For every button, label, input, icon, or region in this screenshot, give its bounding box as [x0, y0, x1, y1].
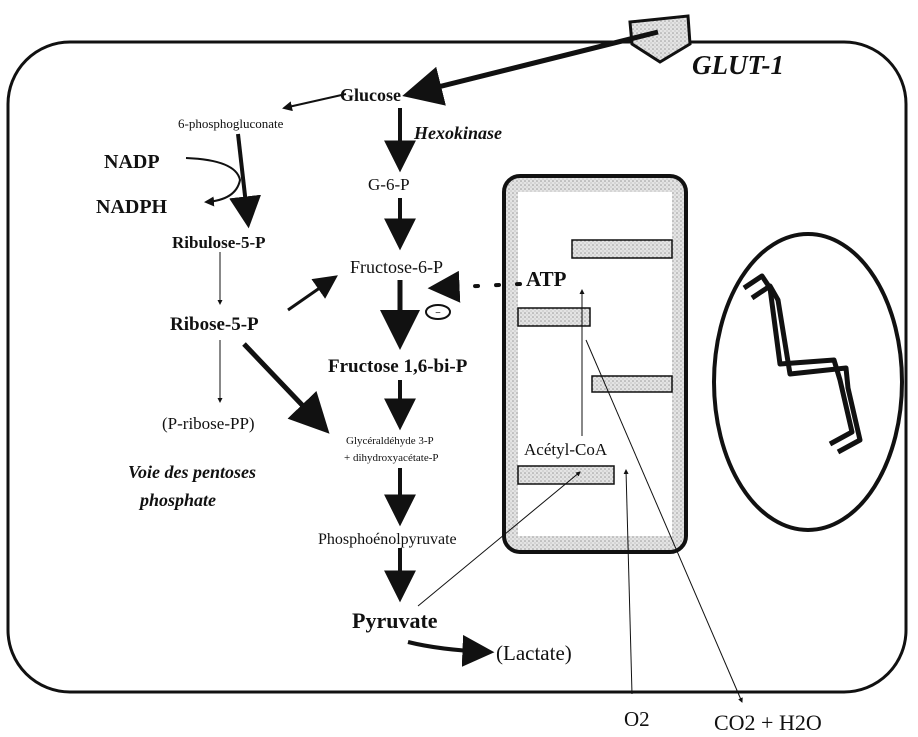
label-glut1: GLUT-1	[692, 50, 784, 80]
label-atp: ATP	[526, 267, 567, 291]
label-co2-h2o: CO2 + H2O	[714, 710, 822, 735]
arrow-pyruvate-to-lactate	[407, 634, 495, 667]
label-ribose5p: Ribose-5-P	[170, 314, 259, 335]
arrow-ribose-to-f6p	[287, 275, 338, 312]
label-acetylcoa: Acétyl-CoA	[524, 440, 608, 459]
arrow-o2-to-mitochondrion	[623, 469, 633, 695]
label-glucose: Glucose	[340, 85, 401, 105]
label-hexokinase: Hexokinase	[413, 123, 502, 143]
cell-membrane	[6, 40, 908, 694]
label-pentose-line2: phosphate	[138, 490, 216, 510]
arrow-nadp-to-nadph	[185, 157, 242, 207]
nucleus	[712, 232, 904, 532]
arrow-glut1-to-glucose	[402, 29, 659, 106]
label-fructose16bip: Fructose 1,6-bi-P	[328, 356, 468, 377]
svg-text:−: −	[435, 308, 441, 319]
label-ribulose5p: Ribulose-5-P	[172, 233, 266, 252]
label-nadph: NADPH	[96, 196, 168, 218]
label-o2: O2	[624, 707, 650, 731]
arrow-phosphogluconate-to-ribulose	[229, 133, 262, 229]
label-pentose-line1: Voie des pentoses	[128, 462, 256, 482]
arrow-to-co2-h2o	[585, 339, 743, 703]
label-pep: Phosphoénolpyruvate	[318, 531, 457, 548]
arrow-ribose-to-g3p	[242, 342, 330, 434]
label-pyruvate: Pyruvate	[352, 608, 438, 633]
label-lactate: (Lactate)	[496, 641, 572, 665]
label-pribosepp: (P-ribose-PP)	[162, 414, 255, 433]
arrow-atp-inhibition	[427, 270, 522, 303]
label-glyceraldehyde-line1: Glycéraldéhyde 3-P	[346, 435, 434, 447]
inhibition-icon: −	[425, 304, 451, 320]
label-phosphogluconate: 6-phosphogluconate	[178, 116, 284, 131]
mitochondrion	[502, 174, 688, 554]
arrow-glucose-to-phosphogluconate	[282, 93, 347, 112]
label-fructose6p: Fructose-6-P	[350, 257, 443, 277]
dna-strand-icon	[742, 273, 863, 455]
label-g6p: G-6-P	[368, 175, 410, 194]
label-glyceraldehyde-line2: + dihydroxyacétate-P	[344, 452, 438, 464]
label-nadp: NADP	[104, 151, 160, 173]
arrow-pyruvate-to-acetylcoa	[417, 471, 581, 607]
